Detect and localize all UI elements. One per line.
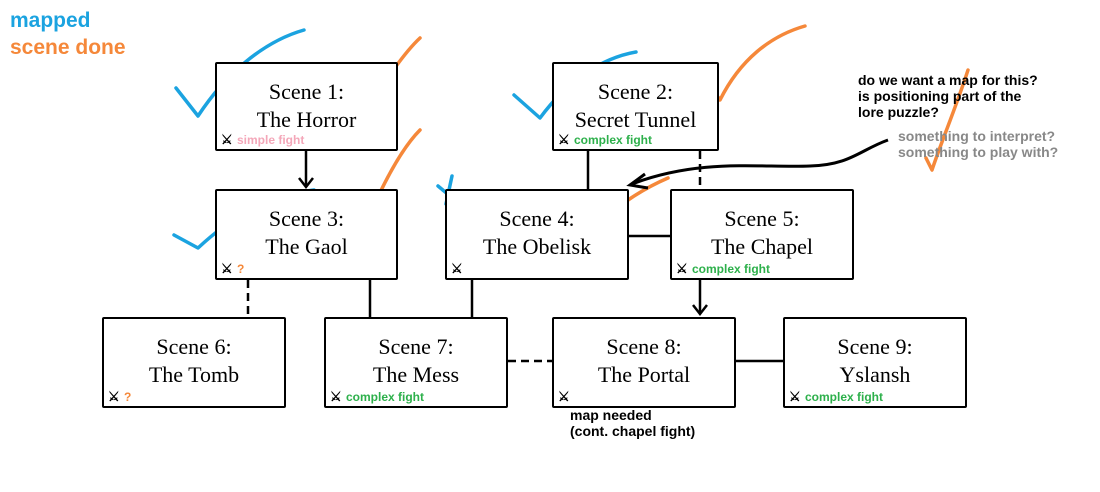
- crossed-swords-icon: ⚔: [558, 389, 570, 404]
- crossed-swords-icon: ⚔: [676, 261, 688, 276]
- fight-tag: ⚔?: [221, 261, 245, 277]
- note-line: something to interpret?: [898, 128, 1056, 144]
- fight-tag: ⚔: [558, 390, 574, 404]
- note-line: (cont. chapel fight): [570, 423, 696, 439]
- fight-tag: ⚔ complex fight: [789, 389, 884, 405]
- scene-name: Yslansh: [839, 362, 911, 387]
- scene-box-8: Scene 8: The Portal ⚔: [552, 317, 736, 408]
- scene-title: Scene 7:: [378, 334, 454, 359]
- crossed-swords-icon: ⚔: [789, 389, 801, 404]
- note-line: map needed: [570, 407, 652, 423]
- fight-tag: ⚔: [451, 262, 467, 276]
- fight-tag: ⚔ complex fight: [676, 261, 771, 277]
- scene-title: Scene 2:: [597, 79, 674, 104]
- scene-box-2: Scene 2: Secret Tunnel ⚔ complex fight: [552, 62, 719, 151]
- scene-title: Scene 8:: [606, 334, 682, 359]
- fight-tag: ⚔ complex fight: [330, 389, 425, 405]
- note-pointer-arrowhead: [626, 172, 649, 190]
- crossed-swords-icon: ⚔: [558, 132, 570, 147]
- scene-box-4: Scene 4: The Obelisk ⚔: [445, 189, 629, 280]
- fight-label: complex fight: [574, 133, 653, 147]
- scene-name: The Portal: [597, 362, 691, 387]
- note-line: something to play with?: [898, 144, 1059, 160]
- fight-label: simple fight: [237, 133, 305, 147]
- scene-name: The Obelisk: [482, 234, 592, 259]
- scene-title: Scene 5:: [724, 206, 800, 231]
- scene-box-7: Scene 7: The Mess ⚔ complex fight: [324, 317, 508, 408]
- scene-name: The Mess: [372, 362, 460, 387]
- fight-label: complex fight: [692, 262, 771, 276]
- fight-label: ?: [124, 390, 132, 404]
- scene-title: Scene 9:: [837, 334, 913, 359]
- crossed-swords-icon: ⚔: [451, 261, 463, 276]
- crossed-swords-icon: ⚔: [221, 132, 233, 147]
- note-map-question: do we want a map for this? is positionin…: [858, 72, 1038, 120]
- note-interpret: something to interpret? something to pla…: [898, 128, 1058, 160]
- fight-label: complex fight: [805, 390, 884, 404]
- fight-tag: ⚔?: [108, 389, 132, 405]
- scene-box-3: Scene 3: The Gaol ⚔?: [215, 189, 398, 280]
- crossed-swords-icon: ⚔: [221, 261, 233, 276]
- legend-mapped: mapped: [10, 9, 91, 32]
- scene-name: The Horror: [256, 107, 357, 132]
- scene-title: Scene 1:: [268, 79, 345, 104]
- done-check-2: [704, 24, 807, 102]
- crossed-swords-icon: ⚔: [108, 389, 120, 404]
- fight-tag: ⚔ complex fight: [558, 132, 653, 148]
- scene-name: Secret Tunnel: [574, 107, 697, 132]
- note-line: lore puzzle?: [858, 104, 939, 120]
- scene-name: The Gaol: [265, 234, 348, 259]
- fight-label: ?: [237, 262, 245, 276]
- scene-box-9: Scene 9: Yslansh ⚔ complex fight: [783, 317, 967, 408]
- note-done-check: [924, 68, 970, 172]
- scene-box-1: Scene 1: The Horror ⚔ simple fight: [215, 62, 398, 151]
- fight-tag: ⚔ simple fight: [221, 132, 305, 148]
- scene-title: Scene 6:: [156, 334, 232, 359]
- scene-name: The Chapel: [710, 234, 814, 259]
- legend-scene-done: scene done: [10, 36, 126, 59]
- fight-label: complex fight: [346, 390, 425, 404]
- note-line: do we want a map for this?: [858, 72, 1038, 88]
- note-pointer-arrow: [631, 138, 889, 186]
- arrowhead-5-8: [692, 304, 708, 317]
- scene-name: The Tomb: [148, 362, 240, 387]
- crossed-swords-icon: ⚔: [330, 389, 342, 404]
- note-portal: map needed (cont. chapel fight): [570, 407, 695, 439]
- arrowhead-1-3: [298, 177, 314, 190]
- scene-title: Scene 3:: [268, 206, 345, 231]
- scene-title: Scene 4:: [499, 206, 575, 231]
- connectors: [246, 151, 783, 363]
- note-line: is positioning part of the: [858, 88, 1022, 104]
- scene-box-6: Scene 6: The Tomb ⚔?: [102, 317, 286, 408]
- scene-box-5: Scene 5: The Chapel ⚔ complex fight: [670, 189, 854, 280]
